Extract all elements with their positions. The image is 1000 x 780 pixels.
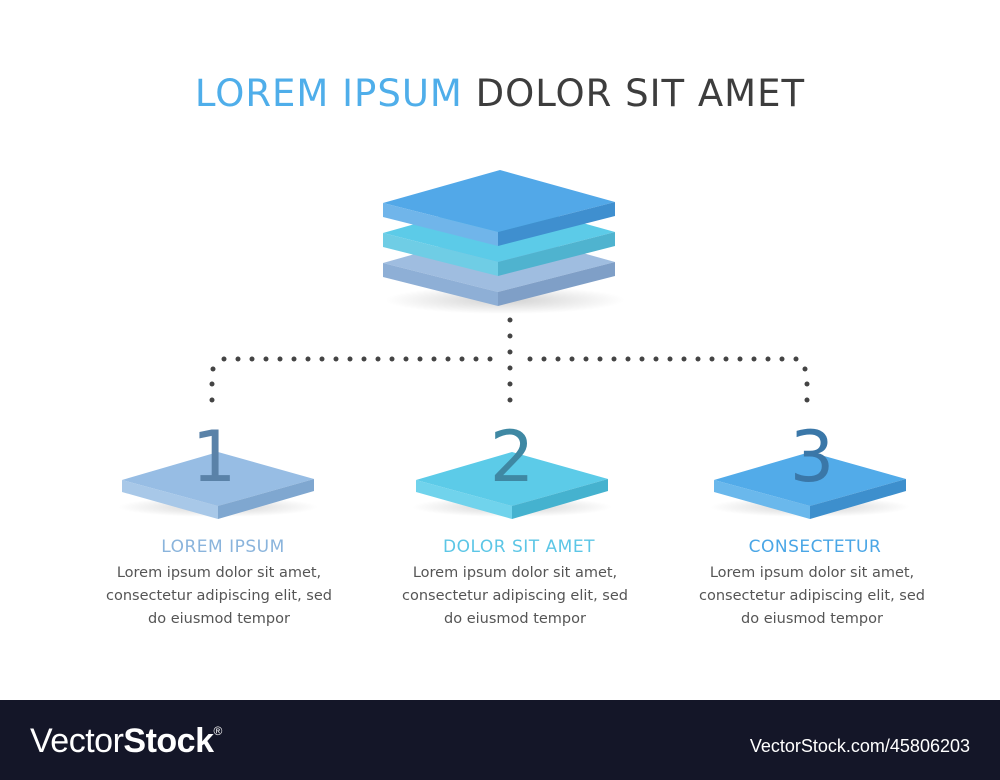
step-3-tile: 3 xyxy=(710,416,910,519)
step-3-number: 3 xyxy=(790,416,835,498)
step-2-tile: 2 xyxy=(412,416,612,519)
step-1-line-1: Lorem ipsum dolor sit amet, xyxy=(116,565,322,581)
step-1-number: 1 xyxy=(192,416,237,498)
title-rest: DOLOR SIT AMET xyxy=(475,72,806,115)
step-2-line-1: Lorem ipsum dolor sit amet, xyxy=(412,565,618,581)
step-1-tile: 1 xyxy=(118,416,318,519)
footer-bar: VectorStock® VectorStock.com/45806203 xyxy=(0,700,1000,780)
step-3-description: Lorem ipsum dolor sit amet, consectetur … xyxy=(697,562,927,631)
registered-mark: ® xyxy=(213,724,222,738)
step-2-line-3: do eiusmod tempor xyxy=(444,611,586,627)
step-2-description: Lorem ipsum dolor sit amet, consectetur … xyxy=(400,562,630,631)
title-highlight: LOREM IPSUM xyxy=(194,72,463,115)
step-1-title: LOREM IPSUM xyxy=(161,537,285,557)
page-title: LOREM IPSUM DOLOR SIT AMET xyxy=(0,72,1000,115)
step-2-number: 2 xyxy=(490,416,535,498)
connector-lines xyxy=(209,317,810,403)
step-3-line-2: consectetur adipiscing elit, sed xyxy=(698,588,925,604)
step-1-line-2: consectetur adipiscing elit, sed xyxy=(105,588,332,604)
step-3-title: CONSECTETUR xyxy=(748,537,882,557)
step-2-title: DOLOR SIT AMET xyxy=(443,537,595,557)
step-1-line-3: do eiusmod tempor xyxy=(148,611,290,627)
step-3-line-3: do eiusmod tempor xyxy=(741,611,883,627)
diagram-graphics: 1 2 3 xyxy=(118,170,910,519)
logo-bold-text: Stock xyxy=(123,722,214,760)
step-1-description: Lorem ipsum dolor sit amet, consectetur … xyxy=(104,562,334,631)
image-reference-link[interactable]: VectorStock.com/45806203 xyxy=(749,736,970,756)
infographic-canvas: LOREM IPSUM DOLOR SIT AMET xyxy=(0,72,1000,631)
step-2-line-2: consectetur adipiscing elit, sed xyxy=(401,588,628,604)
step-3-line-1: Lorem ipsum dolor sit amet, xyxy=(709,565,915,581)
layers-stack-icon xyxy=(383,170,625,314)
logo-light-text: Vector xyxy=(30,722,124,760)
vectorstock-logo[interactable]: VectorStock® xyxy=(30,722,222,761)
